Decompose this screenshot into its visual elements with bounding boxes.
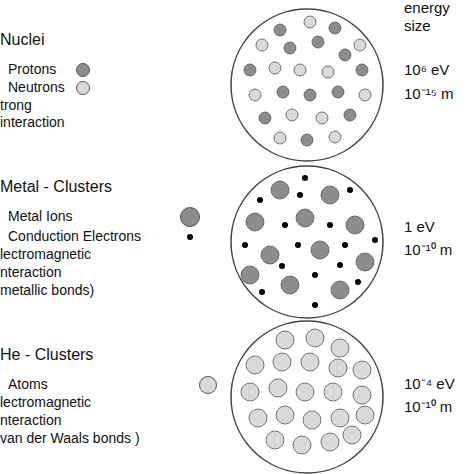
- legend-text: Protons: [8, 62, 56, 77]
- group-title: Metal - Clusters: [0, 178, 112, 196]
- interaction-text: lectromagnetic: [0, 247, 91, 262]
- legend-text: Atoms: [8, 377, 48, 392]
- interaction-text: van der Waals bonds ): [0, 431, 140, 446]
- legend-text: Metal Ions: [8, 209, 73, 224]
- legend-swatch: [187, 234, 193, 240]
- interaction-text: lectromagnetic: [0, 395, 91, 410]
- energy-value: 10⁻⁴ eV: [404, 376, 455, 393]
- interaction-text: nteraction: [0, 413, 61, 428]
- interaction-text: trong: [0, 98, 32, 113]
- interaction-text: nteraction: [0, 265, 61, 280]
- legend-swatch: [76, 63, 90, 77]
- column-header: energy: [404, 0, 450, 17]
- legend-swatch: [76, 81, 90, 95]
- size-value: 10⁻¹⁵ m: [404, 86, 454, 103]
- legend-text: Neutrons: [8, 80, 65, 95]
- size-value: 10⁻¹⁰ m: [404, 242, 452, 259]
- interaction-text: metallic bonds): [0, 283, 94, 298]
- group-title: Nuclei: [0, 31, 44, 49]
- size-value: 10⁻¹⁰ m: [404, 399, 452, 416]
- interaction-text: interaction: [0, 115, 65, 130]
- group-title: He - Clusters: [0, 346, 93, 364]
- legend-swatch: [199, 376, 217, 394]
- column-header: size: [404, 18, 431, 35]
- legend-swatch: [180, 207, 200, 227]
- energy-value: 10⁶ eV: [404, 62, 449, 79]
- energy-value: 1 eV: [404, 219, 435, 236]
- legend-text: Conduction Electrons: [8, 229, 141, 244]
